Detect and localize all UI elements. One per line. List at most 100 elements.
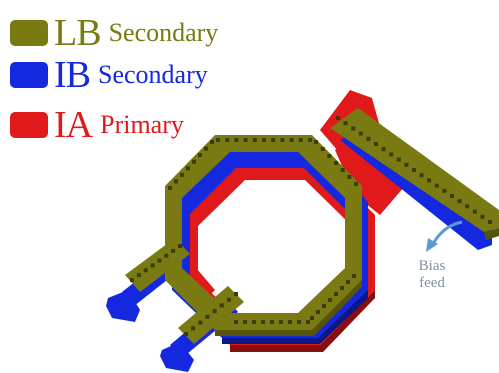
via-dot	[352, 274, 356, 278]
via-dot	[343, 121, 348, 126]
via-dot	[374, 142, 378, 146]
via-dot	[180, 172, 184, 177]
via-dot	[212, 309, 217, 314]
via-dot	[171, 248, 176, 253]
via-dot	[262, 138, 266, 142]
via-dot	[322, 304, 326, 308]
via-dot	[358, 131, 363, 136]
via-dot	[243, 138, 248, 142]
via-dot	[198, 320, 203, 325]
via-dot	[310, 316, 314, 320]
ib-port-1	[106, 290, 140, 322]
bias-feed-arrow	[426, 220, 463, 252]
legend-abbr-ib: IB	[54, 54, 91, 96]
via-dot	[234, 292, 238, 296]
via-dot	[204, 146, 208, 151]
via-dot	[279, 320, 283, 324]
via-dot	[164, 253, 169, 258]
legend-swatch-ia	[10, 112, 48, 138]
via-dot	[289, 138, 294, 142]
via-dot	[457, 199, 462, 204]
via-dot	[143, 268, 148, 273]
legend-label-lb: Secondary	[108, 18, 219, 47]
via-dot	[270, 320, 274, 324]
via-dot	[157, 258, 162, 263]
via-dot	[234, 320, 238, 324]
via-dot	[351, 126, 356, 131]
via-dot	[340, 168, 345, 172]
via-dot	[334, 292, 338, 296]
via-dot	[243, 320, 247, 324]
via-dot	[192, 159, 196, 164]
via-dot	[225, 138, 230, 142]
via-dot	[434, 183, 439, 188]
legend-abbr-lb: LB	[54, 12, 102, 54]
via-dot	[314, 140, 318, 144]
annotation-line-2: feed	[419, 275, 445, 291]
lb-ring-shadow	[215, 280, 362, 336]
bias-feed-annotation: Bias feed	[402, 258, 462, 292]
via-dot	[404, 162, 409, 167]
via-dot	[205, 314, 210, 319]
via-dot	[316, 310, 320, 314]
via-dot	[442, 188, 447, 193]
via-dot	[340, 286, 344, 290]
via-dot	[412, 168, 416, 172]
via-dot	[198, 153, 202, 158]
via-dot	[210, 140, 214, 144]
legend-label-ia: Primary	[100, 110, 184, 139]
via-dot	[334, 161, 338, 165]
via-dot	[366, 136, 371, 141]
via-dot	[168, 186, 172, 190]
legend-row-ib: IB Secondary	[10, 56, 208, 94]
via-dot	[226, 297, 231, 302]
via-dot	[465, 204, 470, 209]
via-dot	[419, 173, 424, 178]
via-dot	[178, 244, 182, 248]
via-dot	[346, 280, 350, 284]
via-dot	[271, 138, 276, 142]
via-dot	[191, 326, 196, 331]
legend-label-ib: Secondary	[98, 60, 208, 89]
ia-ring-shadow	[230, 290, 375, 352]
via-dot	[480, 214, 485, 219]
ib-ring-shadow	[222, 290, 368, 344]
via-dot	[306, 320, 310, 324]
via-dot	[219, 303, 224, 308]
via-dot	[130, 278, 134, 282]
via-dot	[280, 138, 285, 142]
legend-row-lb: LB Secondary	[10, 14, 218, 52]
via-dot	[186, 166, 190, 171]
via-dot	[320, 147, 325, 151]
via-dot	[297, 320, 301, 324]
via-dot	[381, 147, 386, 152]
via-dot	[174, 179, 178, 184]
via-dot	[472, 209, 477, 214]
via-dot	[184, 332, 188, 336]
via-dot	[261, 320, 265, 324]
via-dot	[150, 263, 155, 268]
annotation-line-1: Bias	[418, 258, 446, 274]
via-dot	[450, 194, 454, 198]
via-dot	[216, 138, 220, 142]
via-dot	[336, 116, 340, 120]
via-dot	[252, 138, 257, 142]
via-dot	[252, 320, 256, 324]
legend-swatch-lb	[10, 20, 48, 46]
legend-abbr-ia: IA	[54, 104, 93, 146]
legend-row-ia: IA Primary	[10, 106, 184, 144]
via-dot	[308, 138, 312, 142]
via-dot	[327, 154, 332, 158]
ia-right-arm	[335, 130, 410, 215]
via-dot	[396, 157, 401, 162]
via-dot	[427, 178, 432, 183]
lb-feed-shadow	[484, 228, 499, 240]
via-dots-group	[130, 116, 492, 336]
via-dot	[136, 273, 141, 278]
via-dot	[328, 298, 332, 302]
via-dot	[488, 220, 492, 224]
via-dot	[354, 182, 358, 186]
via-dot	[389, 152, 394, 157]
via-dot	[288, 320, 292, 324]
